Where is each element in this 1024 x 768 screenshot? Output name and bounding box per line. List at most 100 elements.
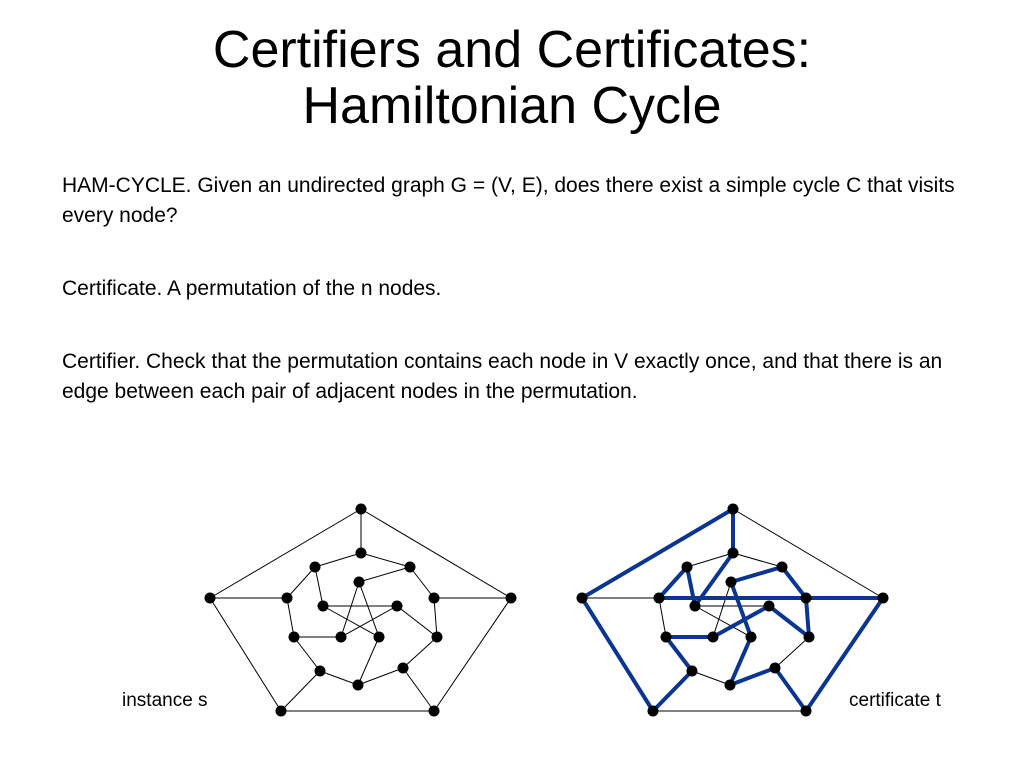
graph-edge	[686, 552, 734, 568]
graph-edge	[691, 670, 731, 686]
instance-caption: instance s	[122, 690, 208, 711]
graph-edge	[209, 508, 362, 599]
cycle-edge	[711, 604, 771, 639]
graph-edge	[209, 597, 282, 712]
graph-edge	[402, 636, 438, 669]
graph-node	[404, 561, 416, 573]
graph-edge	[286, 566, 316, 599]
title-line-1: Certifiers and Certificates:	[212, 21, 812, 79]
graph-edge	[402, 667, 435, 712]
graph-node	[309, 561, 321, 573]
slide-title: Certifiers and Certificates: Hamiltonian…	[0, 22, 1024, 134]
certificate-description: Certificate. A permutation of the n node…	[62, 277, 442, 300]
graph-edge	[409, 566, 435, 599]
graph-edge	[396, 605, 438, 638]
graph-node	[314, 665, 326, 677]
graph-node	[505, 592, 517, 604]
graph-node	[800, 592, 812, 604]
graph-node	[686, 665, 698, 677]
graph-node	[724, 679, 736, 691]
cycle-edge	[773, 666, 808, 713]
graph-node	[800, 705, 812, 717]
graph-edge	[293, 636, 321, 672]
cycle-edge	[729, 580, 753, 639]
graph-edge	[357, 636, 380, 686]
graph-node	[681, 561, 693, 573]
graph-edge	[360, 508, 512, 599]
graph-node	[275, 705, 287, 717]
certifier-description: Certifier. Check that the permutation co…	[62, 350, 943, 403]
graph-edge	[658, 597, 667, 638]
graph-edge	[712, 581, 732, 638]
cycle-edge	[729, 565, 784, 584]
graph-node	[352, 679, 364, 691]
graph-node	[769, 662, 781, 674]
graph-node	[355, 503, 367, 515]
cycle-edge	[728, 666, 777, 687]
graph-edge	[358, 566, 411, 583]
graph-node	[727, 547, 739, 559]
graph-node	[428, 705, 440, 717]
cycle-edge	[685, 565, 697, 608]
graph-edge	[286, 597, 295, 638]
graph-node	[877, 592, 889, 604]
graph-edge	[340, 605, 398, 638]
graph-edge	[433, 597, 512, 712]
graph-edge	[319, 670, 359, 686]
graph-node	[725, 576, 737, 588]
graph-edge	[433, 597, 438, 638]
cycle-edge	[804, 596, 811, 639]
certificate-graph	[576, 503, 889, 717]
graph-node	[353, 576, 365, 588]
graph-node	[653, 592, 665, 604]
graph-edge	[358, 581, 380, 638]
graph-edge	[732, 552, 783, 568]
graph-node	[391, 600, 403, 612]
graph-node	[763, 600, 775, 612]
graph-node	[707, 631, 719, 643]
cycle-edge	[664, 635, 694, 673]
graph-edge	[360, 552, 411, 568]
graph-edge	[732, 508, 884, 599]
graph-node	[776, 561, 788, 573]
cycle-edge	[804, 596, 885, 713]
graph-node	[281, 592, 293, 604]
graph-edge	[694, 605, 752, 638]
ham-cycle-definition: HAM-CYCLE. Given an undirected graph G =…	[62, 174, 955, 227]
instance-graph	[204, 503, 517, 717]
graph-node	[660, 631, 672, 643]
graph-node	[355, 547, 367, 559]
graph-node	[335, 631, 347, 643]
graph-edge	[314, 566, 324, 607]
title-line-2: Hamiltonian Cycle	[302, 77, 722, 135]
graph-node	[428, 592, 440, 604]
graph-node	[317, 600, 329, 612]
graph-edge	[322, 605, 380, 638]
cycle-edge	[657, 565, 689, 600]
graph-edge	[774, 636, 810, 669]
graph-node	[431, 631, 443, 643]
certificate-caption: certificate t	[849, 690, 941, 711]
graph-node	[689, 600, 701, 612]
graph-edge	[340, 581, 360, 638]
graph-node	[204, 592, 216, 604]
graph-node	[576, 592, 588, 604]
graph-node	[647, 705, 659, 717]
cycle-edge	[728, 635, 753, 687]
graph-node	[745, 631, 757, 643]
cycle-edge	[767, 604, 811, 639]
cycle-edge	[780, 565, 808, 600]
graph-edge	[314, 552, 362, 568]
graph-node	[803, 631, 815, 643]
cycle-edge	[693, 551, 735, 608]
graph-edge	[280, 670, 321, 712]
graph-edge	[357, 667, 404, 686]
graph-node	[373, 631, 385, 643]
cycle-edge	[580, 507, 735, 600]
cycle-edge	[651, 669, 694, 713]
graph-node	[727, 503, 739, 515]
graph-node	[397, 662, 409, 674]
graph-node	[288, 631, 300, 643]
cycle-edge	[580, 596, 655, 713]
